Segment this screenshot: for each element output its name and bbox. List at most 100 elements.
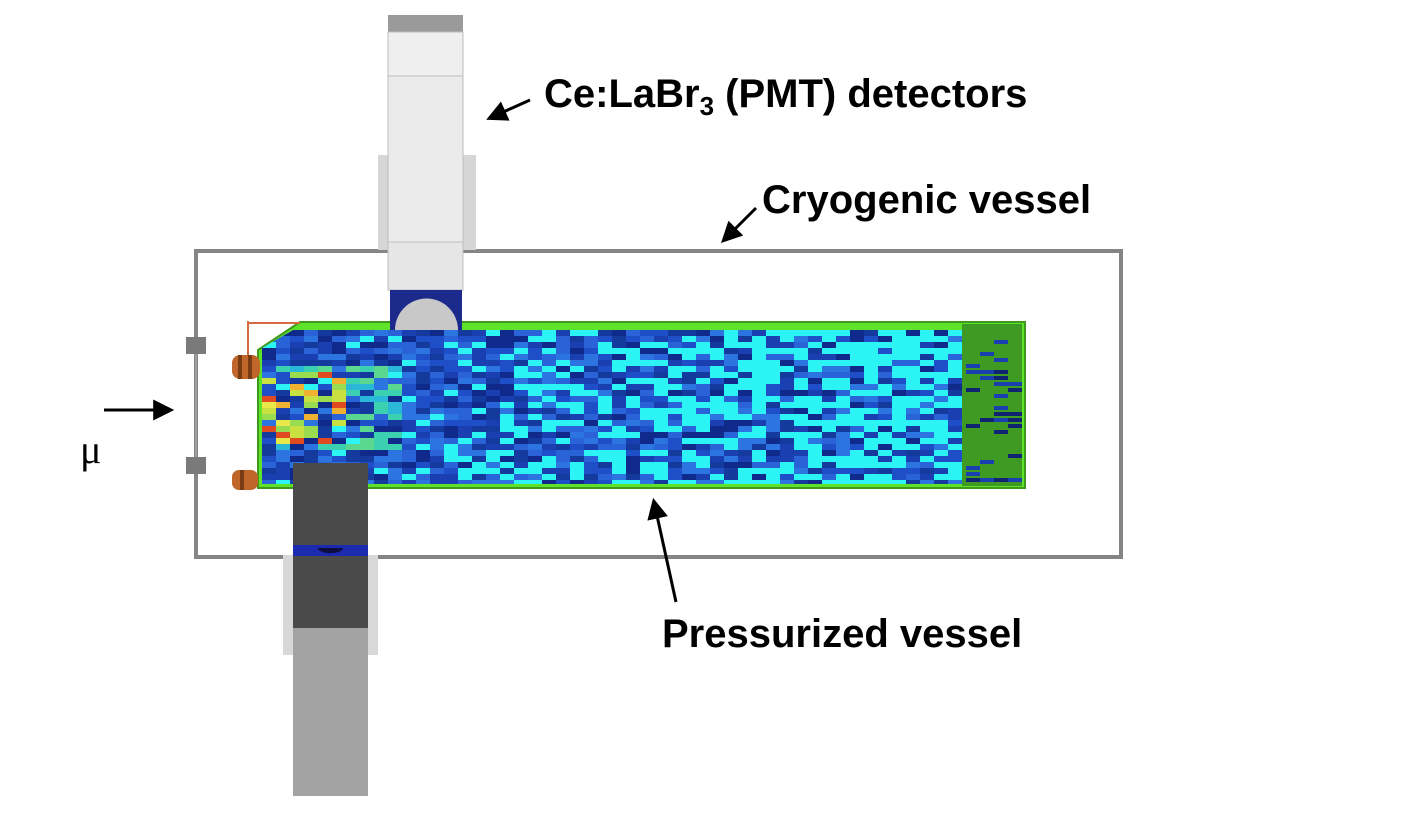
heatmap-cell [388,366,402,372]
heatmap-cell [864,384,878,390]
heatmap-cell [500,372,514,378]
heatmap-cell [528,330,542,336]
heatmap-cell [906,480,920,484]
heatmap-cell [682,384,696,390]
heatmap-cell [850,348,864,354]
heatmap-cell [794,432,808,438]
heatmap-cell [332,438,346,444]
heatmap-cell [906,438,920,444]
heatmap-cell [374,354,388,360]
heatmap-cell [528,474,542,480]
heatmap-cell [724,396,738,402]
heatmap-cell [528,450,542,456]
heatmap-cell [836,480,850,484]
heatmap-cell [304,438,318,444]
endcap-cell [994,406,1008,410]
heatmap-cell [710,468,724,474]
heatmap-cell [500,438,514,444]
heatmap-cell [752,396,766,402]
heatmap-cell [864,456,878,462]
heatmap-cell [276,444,290,450]
heatmap-cell [556,444,570,450]
heatmap-cell [850,456,864,462]
heatmap-cell [276,432,290,438]
heatmap-cell [458,354,472,360]
heatmap-cell [598,384,612,390]
heatmap-cell [472,390,486,396]
heatmap-cell [514,348,528,354]
heatmap-cell [430,342,444,348]
heatmap-cell [290,450,304,456]
heatmap-cell [430,366,444,372]
heatmap-cell [430,396,444,402]
heatmap-cell [850,390,864,396]
heatmap-cell [654,366,668,372]
heatmap-cell [766,480,780,484]
heatmap-cell [878,354,892,360]
heatmap-cell [892,372,906,378]
heatmap-cell [584,432,598,438]
heatmap-cell [514,426,528,432]
heatmap-cell [668,378,682,384]
heatmap-cell [864,360,878,366]
heatmap-cell [528,354,542,360]
heatmap-cell [668,408,682,414]
heatmap-cell [304,414,318,420]
heatmap-cell [794,354,808,360]
heatmap-cell [388,336,402,342]
heatmap-cell [696,390,710,396]
heatmap-cell [360,342,374,348]
heatmap-cell [808,462,822,468]
heatmap-cell [276,402,290,408]
heatmap-cell [612,474,626,480]
heatmap-cell [612,408,626,414]
heatmap-cell [304,330,318,336]
heatmap-cell [276,456,290,462]
heatmap-cell [276,396,290,402]
heatmap-cell [486,402,500,408]
heatmap-cell [584,354,598,360]
heatmap-cell [276,354,290,360]
heatmap-cell [360,444,374,450]
heatmap-cell [402,426,416,432]
heatmap-cell [402,438,416,444]
heatmap-cell [388,426,402,432]
heatmap-cell [598,408,612,414]
heatmap-cell [612,354,626,360]
heatmap-cell [696,480,710,484]
heatmap-cell [416,396,430,402]
heatmap-cell [780,372,794,378]
heatmap-cell [556,366,570,372]
heatmap-cell [430,402,444,408]
heatmap-cell [374,438,388,444]
heatmap-cell [878,342,892,348]
heatmap-cell [696,450,710,456]
heatmap-cell [528,444,542,450]
heatmap-cell [612,438,626,444]
heatmap-cell [822,378,836,384]
heatmap-cell [472,450,486,456]
heatmap-cell [388,390,402,396]
heatmap-cell [808,402,822,408]
endcap-cell [1008,454,1022,458]
heatmap-cell [948,450,962,456]
heatmap-cell [360,420,374,426]
heatmap-cell [934,396,948,402]
heatmap-cell [668,384,682,390]
heatmap-cell [472,444,486,450]
heatmap-cell [934,462,948,468]
heatmap-cell [878,438,892,444]
heatmap-cell [906,450,920,456]
heatmap-cell [850,372,864,378]
heatmap-cell [766,432,780,438]
heatmap-cell [472,378,486,384]
heatmap-cell [948,480,962,484]
heatmap-cell [654,414,668,420]
heatmap-cell [794,360,808,366]
heatmap-cell [458,450,472,456]
heatmap-cell [388,348,402,354]
heatmap-cell [626,390,640,396]
heatmap-cell [808,366,822,372]
heatmap-cell [934,378,948,384]
heatmap-cell [346,402,360,408]
